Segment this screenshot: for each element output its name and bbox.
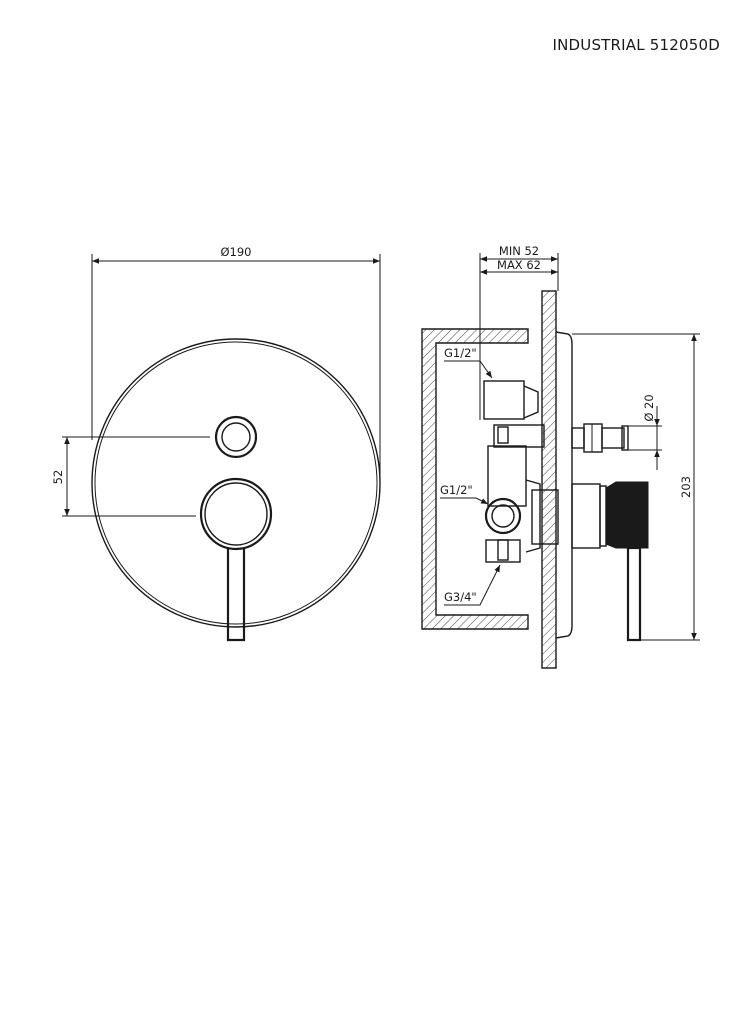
front-view: Ø190 52 <box>51 245 381 642</box>
knob-diameter-label: Ø 20 <box>642 394 656 421</box>
diverter-knob-side <box>571 423 629 453</box>
wall-box <box>421 328 529 630</box>
diameter-label: Ø190 <box>220 245 251 259</box>
drawing-title: INDUSTRIAL 512050D <box>552 36 720 54</box>
outlet-label: G3/4" <box>444 590 477 604</box>
depth-dimension: MIN 52 MAX 62 <box>479 244 559 420</box>
inlet-top-label: G1/2" <box>444 346 477 360</box>
valve-body <box>483 380 559 563</box>
diameter-dimension: Ø190 <box>91 245 381 492</box>
inlet-mid-callout: G1/2" <box>440 483 489 505</box>
mixer-handle-side <box>571 481 649 642</box>
side-view: MIN 52 MAX 62 <box>421 244 700 669</box>
cover-rosette-profile <box>555 331 573 639</box>
mixer-handle <box>199 477 273 642</box>
depth-min-label: MIN 52 <box>499 244 539 258</box>
spacing-dimension: 52 <box>51 436 210 517</box>
diverter-button <box>214 415 258 459</box>
cover-plate-edge <box>94 341 378 625</box>
knob-diameter-dimension: Ø 20 <box>628 394 662 470</box>
outlet-callout: G3/4" <box>444 564 501 606</box>
inlet-top-callout: G1/2" <box>444 346 493 379</box>
wall-panel <box>541 290 557 669</box>
inlet-mid-label: G1/2" <box>440 483 473 497</box>
height-dimension: 203 <box>572 333 700 641</box>
spacing-label: 52 <box>51 470 65 485</box>
height-label: 203 <box>679 476 693 498</box>
cover-plate <box>91 338 381 628</box>
depth-max-label: MAX 62 <box>497 258 541 272</box>
